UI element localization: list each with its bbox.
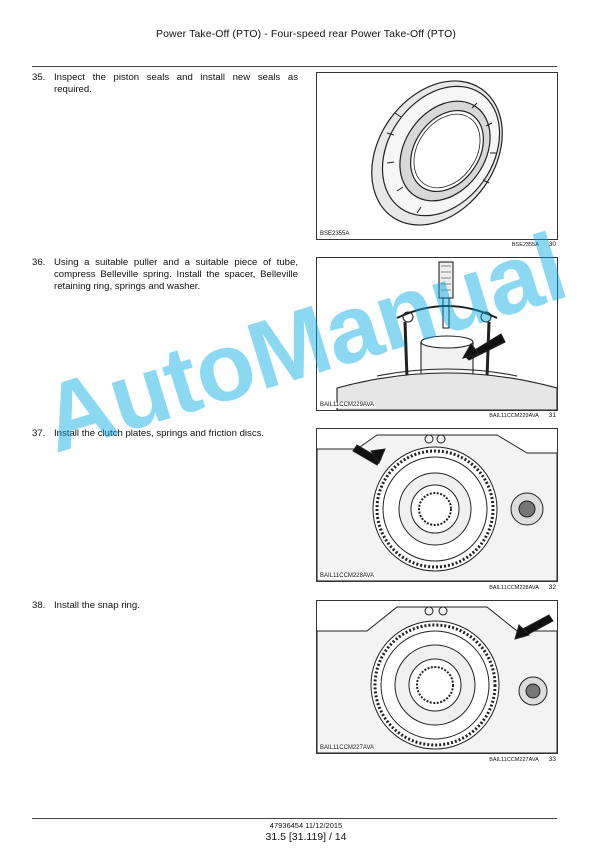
figure-caption-30: BSE2355A 30 [316, 241, 556, 248]
step-35: 35. Inspect the piston seals and install… [32, 72, 298, 96]
figure-tag: BAIL11CCM229AVA [319, 402, 376, 408]
figure-clutch-plates: BAIL11CCM228AVA [316, 428, 558, 582]
clutch-plates-illustration [317, 434, 557, 581]
footer-page-ref: 31.5 [31.119] / 14 [265, 831, 347, 843]
figure-snap-ring: BAIL11CCM227AVA [316, 600, 558, 754]
footer-rule [32, 818, 557, 819]
step-text: Inspect the piston seals and install new… [54, 72, 298, 95]
caption-code: BAIL11CCM229AVA [489, 413, 539, 419]
figure-tag: BAIL11CCM227AVA [319, 745, 376, 751]
figure-number: 30 [548, 241, 556, 248]
figure-number: 31 [548, 412, 556, 419]
figure-number: 33 [548, 756, 556, 763]
figure-puller: BAIL11CCM229AVA [316, 257, 558, 411]
step-text: Install the snap ring. [54, 600, 140, 611]
footer-doc-ref: 47936454 11/12/2015 [269, 821, 343, 830]
caption-code: BAIL11CCM228AVA [489, 585, 539, 591]
step-36: 36. Using a suitable puller and a suitab… [32, 257, 298, 293]
piston-seal-illustration [371, 80, 503, 226]
step-text: Install the clutch plates, springs and f… [54, 428, 265, 439]
figure-caption-33: BAIL11CCM227AVA 33 [316, 756, 556, 763]
step-text: Using a suitable puller and a suitable p… [54, 257, 298, 292]
figure-piston-seal: BSE2355A [316, 72, 558, 240]
figure-caption-32: BAIL11CCM228AVA 32 [316, 584, 556, 591]
figure-number: 32 [548, 584, 556, 591]
header-rule [32, 66, 557, 67]
figure-tag: BSE2355A [319, 231, 351, 237]
step-37: 37. Install the clutch plates, springs a… [32, 428, 298, 440]
caption-code: BAIL11CCM227AVA [489, 757, 539, 763]
figure-caption-31: BAIL11CCM229AVA 31 [316, 412, 556, 419]
puller-illustration [336, 261, 557, 410]
step-number: 38. [32, 600, 46, 611]
snap-ring-illustration [317, 606, 557, 753]
figure-tag: BAIL11CCM228AVA [319, 573, 376, 579]
step-number: 37. [32, 428, 46, 439]
page-header-title: Power Take-Off (PTO) - Four-speed rear P… [156, 28, 456, 40]
step-38: 38. Install the snap ring. [32, 600, 298, 612]
caption-code: BSE2355A [511, 242, 539, 248]
step-number: 35. [32, 72, 46, 83]
step-number: 36. [32, 257, 46, 268]
